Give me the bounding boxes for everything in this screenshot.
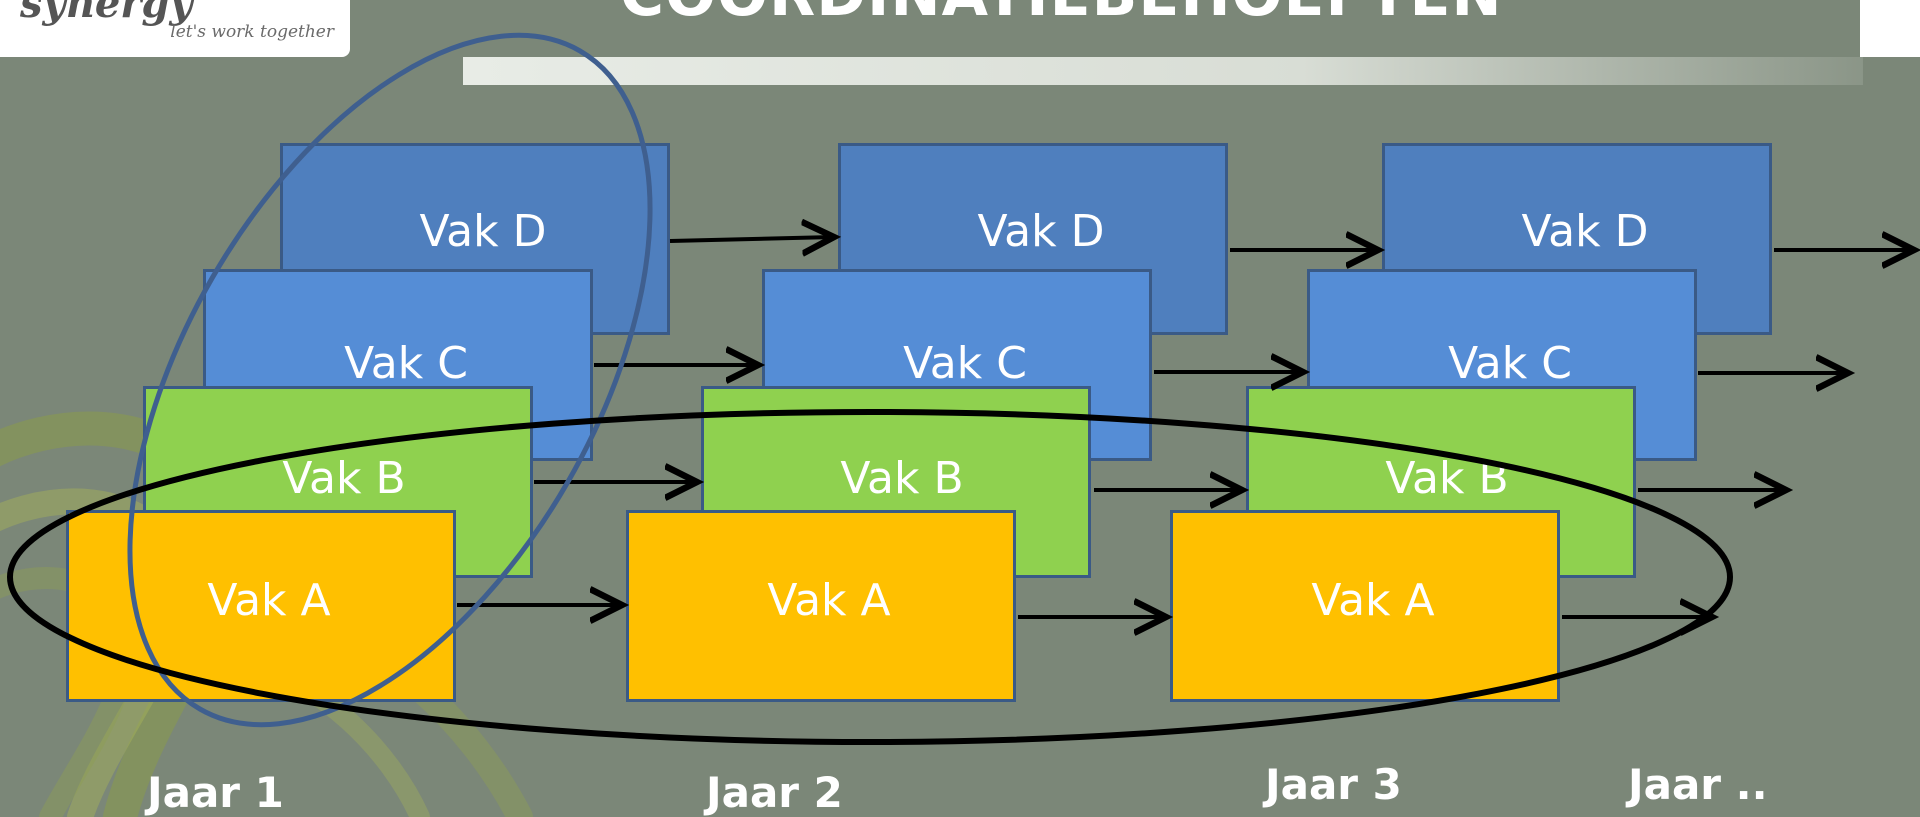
subject-label: Vak A xyxy=(207,574,331,626)
subject-label: Vak A xyxy=(767,574,891,626)
subject-a-b-ellipse xyxy=(7,409,1733,745)
year-1-ellipse xyxy=(127,32,653,728)
arrow-d-1-2 xyxy=(669,237,834,241)
subject-box-a-year-3: Vak A xyxy=(1170,510,1560,702)
subject-label: Vak D xyxy=(1521,205,1649,257)
header-right-tab xyxy=(1860,0,1920,57)
logo-wordmark: synergy xyxy=(20,0,193,27)
subject-label: Vak A xyxy=(1311,574,1435,626)
subject-label: Vak C xyxy=(344,337,468,389)
subject-label: Vak C xyxy=(1448,337,1572,389)
year-label-1: Jaar 1 xyxy=(147,768,284,817)
title-strip xyxy=(463,57,1863,85)
year-label-next: Jaar .. xyxy=(1628,760,1768,809)
year-label-3: Jaar 3 xyxy=(1265,760,1402,809)
subject-label: Vak D xyxy=(419,205,547,257)
subject-label: Vak B xyxy=(282,452,406,504)
subject-box-a-year-2: Vak A xyxy=(626,510,1016,702)
logo-tagline: let's work together xyxy=(170,22,334,42)
subject-label: Vak D xyxy=(977,205,1105,257)
logo: synergy let's work together xyxy=(0,0,350,57)
subject-label: Vak C xyxy=(903,337,1027,389)
year-label-2: Jaar 2 xyxy=(706,768,843,817)
subject-label: Vak B xyxy=(840,452,964,504)
page-title: COORDINATIEBEHOEFTEN xyxy=(620,0,1503,30)
